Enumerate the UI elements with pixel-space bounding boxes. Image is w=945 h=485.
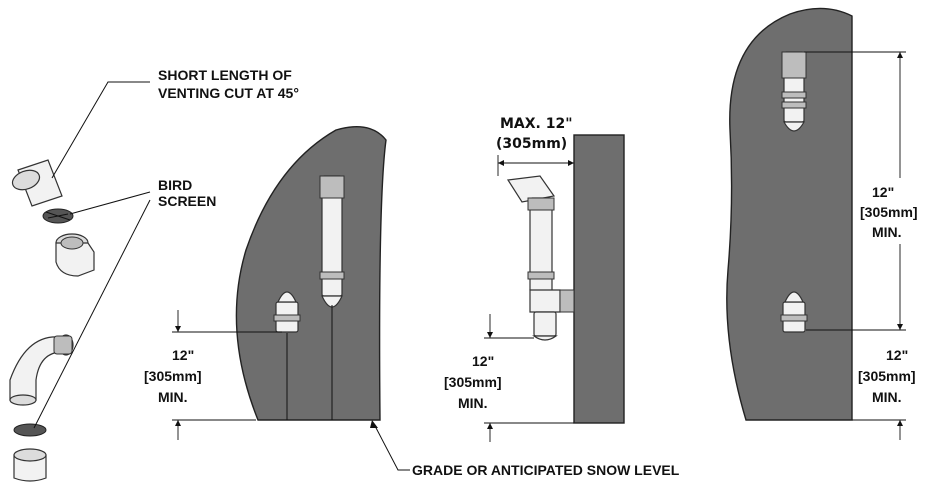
exploded-parts-group	[9, 81, 151, 482]
bird-screen-top	[42, 208, 74, 224]
cut-pipe-45	[11, 159, 63, 207]
terminal-tall-left	[319, 175, 345, 308]
wall-left	[235, 126, 387, 421]
leader-grade	[373, 423, 410, 471]
terminal-right-upper	[781, 51, 807, 132]
dim-left-3: MIN.	[158, 389, 188, 405]
dim-right-b-2: [305mm]	[858, 368, 916, 384]
dim-right-b-1: 12"	[886, 347, 908, 363]
dim-right-v-2: [305mm]	[860, 204, 918, 220]
leader-bird-screen-1	[69, 191, 151, 215]
dim-center-3: MIN.	[458, 395, 488, 411]
dim-left-2: [305mm]	[144, 368, 202, 384]
label-max-2: (305mm)	[496, 136, 567, 152]
large-elbow	[9, 334, 74, 406]
dim-max	[497, 155, 574, 176]
dim-center-2: [305mm]	[444, 374, 502, 390]
short-pipe-bottom	[13, 448, 47, 482]
dim-left	[172, 310, 282, 440]
label-short-length-1: SHORT LENGTH OF	[158, 67, 292, 83]
label-bird-1: BIRD	[158, 177, 192, 193]
label-max-1: MAX. 12"	[500, 116, 573, 132]
wall-right	[726, 7, 853, 421]
dim-center	[484, 314, 574, 442]
leader-short-length	[51, 81, 150, 179]
dim-right-v-1: 12"	[872, 184, 894, 200]
dim-right-b-3: MIN.	[872, 389, 902, 405]
dim-left-1: 12"	[172, 347, 194, 363]
wall-center	[573, 134, 625, 424]
label-grade: GRADE OR ANTICIPATED SNOW LEVEL	[412, 462, 680, 478]
dim-right-bottom	[852, 419, 906, 440]
dim-right-vertical	[804, 51, 906, 331]
leader-bird-screen-2	[33, 199, 151, 429]
label-bird-2: SCREEN	[158, 193, 216, 209]
terminal-right-lower	[780, 291, 808, 333]
bird-screen-bottom	[13, 423, 47, 437]
small-elbow	[55, 233, 95, 277]
dim-right-v-3: MIN.	[872, 224, 902, 240]
dim-center-1: 12"	[472, 353, 494, 369]
terminal-short-left	[273, 291, 301, 333]
terminal-periscope	[506, 175, 575, 341]
label-short-length-2: VENTING CUT AT 45°	[158, 85, 299, 101]
leader-grade-arrow	[370, 420, 378, 428]
